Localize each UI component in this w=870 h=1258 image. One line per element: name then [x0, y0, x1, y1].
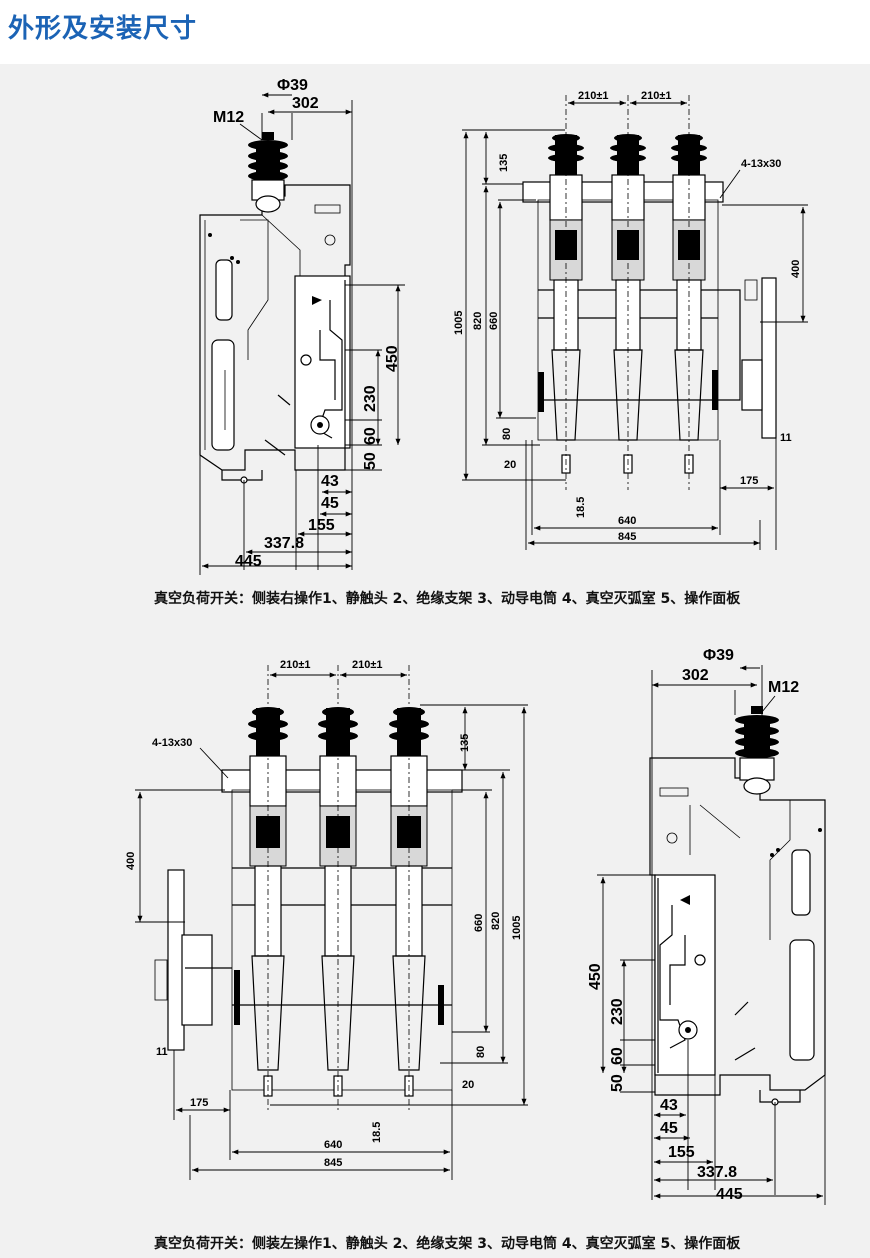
left-side-dim-45: 45: [660, 1120, 678, 1137]
side-dim-thread: M12: [213, 109, 244, 126]
side-dim-445: 445: [235, 553, 262, 570]
page-title: 外形及安装尺寸: [8, 14, 198, 44]
side-dim-450: 450: [384, 345, 401, 372]
side-view-left: Φ39 302 M12 450 230 60 50 43 45 155 337.…: [587, 647, 826, 1205]
left-dim-pitch1: 210±1: [280, 659, 311, 671]
left-dim-80: 80: [475, 1046, 487, 1058]
side-dim-302: 302: [292, 95, 319, 112]
left-side-dim-155: 155: [668, 1144, 695, 1161]
front-dim-845: 845: [618, 531, 636, 543]
left-side-dim-337: 337.8: [697, 1164, 737, 1181]
front-dim-175: 175: [740, 475, 758, 487]
front-dim-pitch1: 210±1: [578, 90, 609, 102]
left-side-dim-302: 302: [682, 667, 709, 684]
left-dim-pitch2: 210±1: [352, 659, 383, 671]
front-dim-135: 135: [498, 154, 510, 172]
front-dim-holes: 4-13x30: [741, 158, 781, 170]
left-side-dim-445: 445: [716, 1186, 743, 1203]
front-dim-400: 400: [790, 260, 802, 278]
front-dim-11: 11: [780, 432, 792, 444]
front-view-left: 210±1 210±1 4-13x30 400 11 175 1005 135 …: [125, 659, 528, 1180]
side-dim-155: 155: [308, 517, 335, 534]
front-dim-1005: 1005: [453, 311, 465, 335]
side-dim-230: 230: [362, 385, 379, 412]
front-dim-80: 80: [501, 428, 513, 440]
side-dim-43: 43: [321, 473, 339, 490]
title-bar: 外形及安装尺寸: [0, 0, 870, 62]
left-side-dim-230: 230: [609, 998, 626, 1025]
left-dim-820: 820: [490, 912, 502, 930]
front-dim-20: 20: [504, 459, 516, 471]
side-dim-45: 45: [321, 495, 339, 512]
left-dim-660: 660: [473, 914, 485, 932]
side-dim-50: 50: [362, 452, 379, 470]
left-dim-11: 11: [156, 1046, 168, 1058]
left-side-dim-60: 60: [609, 1047, 626, 1065]
left-dim-640: 640: [324, 1139, 342, 1151]
insulator-stack: [248, 132, 288, 213]
caption-right-mount: 真空负荷开关：侧装右操作1、静触头 2、绝缘支架 3、动导电筒 4、真空灭弧室 …: [154, 591, 741, 607]
side-dim-phi: Φ39: [277, 77, 308, 94]
front-dim-660: 660: [488, 312, 500, 330]
left-dim-175: 175: [190, 1097, 208, 1109]
front-dim-640: 640: [618, 515, 636, 527]
front-dim-820: 820: [472, 312, 484, 330]
left-side-dim-50: 50: [609, 1074, 626, 1092]
side-dim-60: 60: [362, 427, 379, 445]
front-dim-18-5: 18.5: [575, 497, 587, 518]
left-dim-18-5: 18.5: [371, 1122, 383, 1143]
left-dim-1005: 1005: [511, 916, 523, 940]
left-dim-845: 845: [324, 1157, 342, 1169]
side-dim-337: 337.8: [264, 535, 304, 552]
drawing-panel: [0, 64, 870, 1258]
left-dim-400: 400: [125, 852, 137, 870]
left-dim-holes: 4-13x30: [152, 737, 192, 749]
left-side-dim-450: 450: [587, 963, 604, 990]
side-view-right: Φ39 302 M12 450 230 60 50 43 45 155 337.…: [199, 77, 405, 575]
left-dim-20: 20: [462, 1079, 474, 1091]
left-side-dim-phi: Φ39: [703, 647, 734, 664]
left-dim-135: 135: [459, 734, 471, 752]
caption-left-mount: 真空负荷开关：侧装左操作1、静触头 2、绝缘支架 3、动导电筒 4、真空灭弧室 …: [154, 1236, 741, 1252]
front-dim-pitch2: 210±1: [641, 90, 672, 102]
front-view-right: 210±1 210±1 4-13x30 1005 135 820 660 80 …: [453, 90, 808, 550]
insulator-stack-left: [735, 706, 779, 795]
left-side-dim-thread: M12: [768, 679, 799, 696]
left-side-dim-43: 43: [660, 1097, 678, 1114]
